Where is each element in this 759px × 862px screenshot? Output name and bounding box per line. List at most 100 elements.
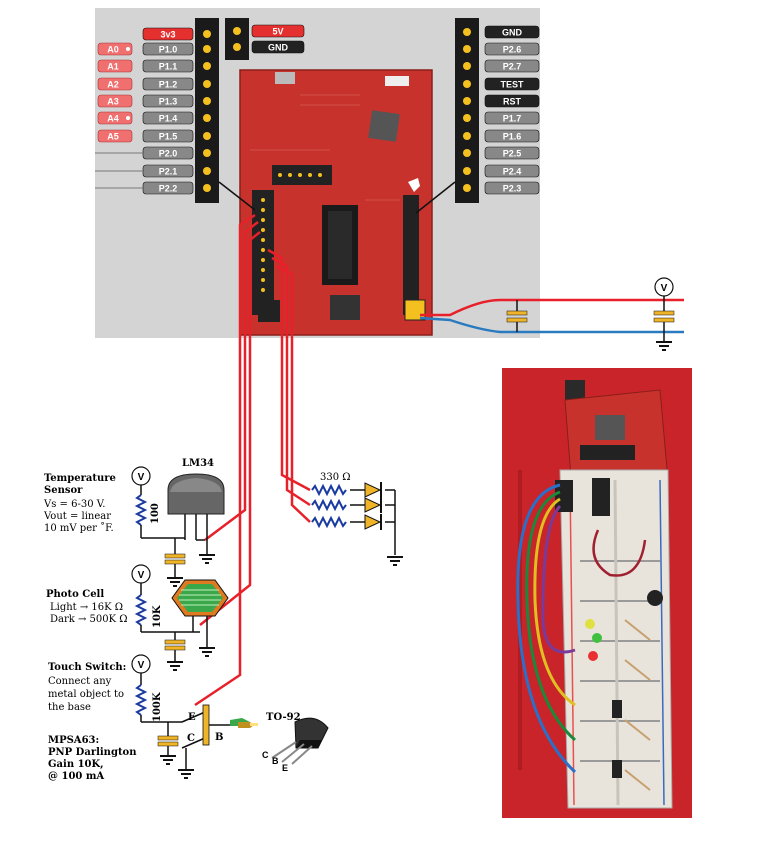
mpsa63-line-3: Gain 10K,	[48, 759, 104, 770]
pin-label-text: GND	[268, 43, 289, 53]
pin-label-p2-3: P2.3	[484, 181, 540, 195]
pin-label-text: P2.2	[159, 184, 178, 194]
emitter-label: E	[188, 712, 196, 723]
pin-label-5v: 5V	[251, 24, 305, 38]
analog-tag-a4: A4	[97, 111, 133, 125]
mpsa63-line-2: PNP Darlington	[48, 747, 137, 758]
pin-label-text: P1.7	[503, 114, 522, 124]
analog-pin-tags: A0 A1 A2 A3 A4 A5	[97, 42, 133, 143]
voltmeter-icon: V	[131, 466, 151, 486]
pin-label-p2-2: P2.2	[142, 181, 194, 195]
led-section: 330 Ω	[311, 472, 403, 566]
capacitor-rail-2	[653, 300, 675, 342]
capacitor-rail-1	[506, 300, 528, 332]
temperature-slope: 10 mV per ˚F.	[44, 522, 114, 534]
to92-label: TO-92	[266, 712, 301, 723]
right-pin-header	[455, 18, 479, 203]
temperature-resistor-label: 100	[150, 503, 161, 524]
touch-resistor-label: 100K	[152, 692, 163, 722]
pin-label-text: P2.5	[503, 149, 522, 159]
temperature-heading: Temperature	[44, 473, 116, 484]
right-pin-labels: GND P2.6 P2.7 TEST RST P1.7 P1.6 P2.5 P2…	[484, 25, 540, 195]
pin-label-text: RST	[503, 97, 522, 107]
photocell-dark: Dark → 500K Ω	[50, 614, 128, 625]
analog-tag-a1: A1	[97, 59, 133, 73]
voltmeter-label: V	[138, 660, 145, 671]
middle-pin-header: 5V GND	[225, 18, 305, 60]
collector-label: C	[187, 733, 195, 744]
led-resistor-label: 330 Ω	[320, 472, 351, 483]
analog-tag-a0: A0	[97, 42, 133, 56]
analog-tag-text: A0	[107, 45, 119, 55]
analog-tag-text: A4	[107, 114, 119, 124]
analog-tag-text: A5	[107, 132, 119, 142]
pin-label-p2-5: P2.5	[484, 146, 540, 160]
ground-icon	[656, 341, 672, 351]
to92-pin-e: E	[282, 763, 288, 773]
pin-label-p2-0: P2.0	[142, 146, 194, 160]
pin-label-text: P2.6	[503, 45, 522, 55]
pin-label-text: P1.5	[159, 132, 178, 142]
left-pin-labels: 3v3 P1.0 P1.1 P1.2 P1.3 P1.4 P1.5 P2.0	[142, 27, 194, 195]
touch-heading: Touch Switch:	[48, 662, 126, 673]
temperature-vs: Vs = 6-30 V.	[43, 499, 105, 510]
touch-switch-section: Touch Switch: Connect any metal object t…	[48, 654, 329, 782]
photocell-section: Photo Cell Light → 16K Ω Dark → 500K Ω V…	[46, 564, 229, 671]
pin-label-text: 3v3	[160, 30, 175, 40]
pin-label-text: P1.3	[159, 97, 178, 107]
ground-icon	[387, 556, 403, 566]
voltmeter-label: V	[138, 570, 145, 581]
ground-icon	[199, 647, 215, 657]
pin-label-p2-4: P2.4	[484, 164, 540, 178]
pin-label-rst: RST	[484, 94, 540, 108]
signal-wires	[194, 213, 311, 707]
pin-label-gnd-right: GND	[484, 25, 540, 39]
pin-label-text: P2.0	[159, 149, 178, 159]
pin-label-text: GND	[502, 28, 523, 38]
mpsa63-line-1: MPSA63:	[48, 735, 99, 746]
ground-icon	[167, 661, 183, 671]
pin-label-p1-2: P1.2	[142, 77, 194, 91]
pin-label-gnd-mid: GND	[251, 40, 305, 54]
pin-label-text: P2.7	[503, 62, 522, 72]
left-pin-header	[195, 18, 219, 203]
pin-label-text: 5V	[272, 27, 283, 37]
pin-label-p2-6: P2.6	[484, 42, 540, 56]
launchpad-board	[239, 69, 433, 336]
photocell-resistor-label: 10K	[152, 605, 163, 628]
photocell-light: Light → 16K Ω	[50, 602, 123, 613]
pin-label-text: P1.6	[503, 132, 522, 142]
pin-label-text: P1.2	[159, 80, 178, 90]
pin-label-text: P2.1	[159, 167, 178, 177]
touch-line-1: Connect any	[48, 676, 112, 687]
ground-icon	[199, 554, 215, 564]
ground-icon	[160, 755, 176, 765]
voltmeter-rail: V	[654, 277, 674, 300]
touch-line-2: metal object to	[48, 689, 124, 700]
pin-label-text: P1.1	[159, 62, 178, 72]
pin-label-p1-5: P1.5	[142, 129, 194, 143]
pin-label-p1-1: P1.1	[142, 59, 194, 73]
touch-line-3: the base	[48, 702, 91, 713]
lm34-sensor-icon	[167, 473, 225, 540]
pin-label-p1-3: P1.3	[142, 94, 194, 108]
to92-pin-b: B	[272, 756, 279, 766]
photocell-heading: Photo Cell	[46, 589, 104, 600]
pin-label-text: TEST	[500, 80, 524, 90]
pin-label-text: P1.0	[159, 45, 178, 55]
pin-label-p1-7: P1.7	[484, 111, 540, 125]
transistor-symbol: E C B	[181, 704, 232, 749]
pin-label-p2-7: P2.7	[484, 59, 540, 73]
voltmeter-label: V	[138, 472, 145, 483]
temperature-heading-2: Sensor	[44, 485, 83, 496]
pin-label-p1-4: P1.4	[142, 111, 194, 125]
to92-package-icon: TO-92 C B E	[262, 712, 329, 773]
analog-tag-a5: A5	[97, 129, 133, 143]
pin-label-text: P2.3	[503, 184, 522, 194]
temperature-vout: Vout = linear	[43, 511, 111, 522]
pin-label-test: TEST	[484, 77, 540, 91]
pin-label-p2-1: P2.1	[142, 164, 194, 178]
analog-tag-text: A3	[107, 97, 119, 107]
lm34-title: LM34	[182, 458, 214, 469]
